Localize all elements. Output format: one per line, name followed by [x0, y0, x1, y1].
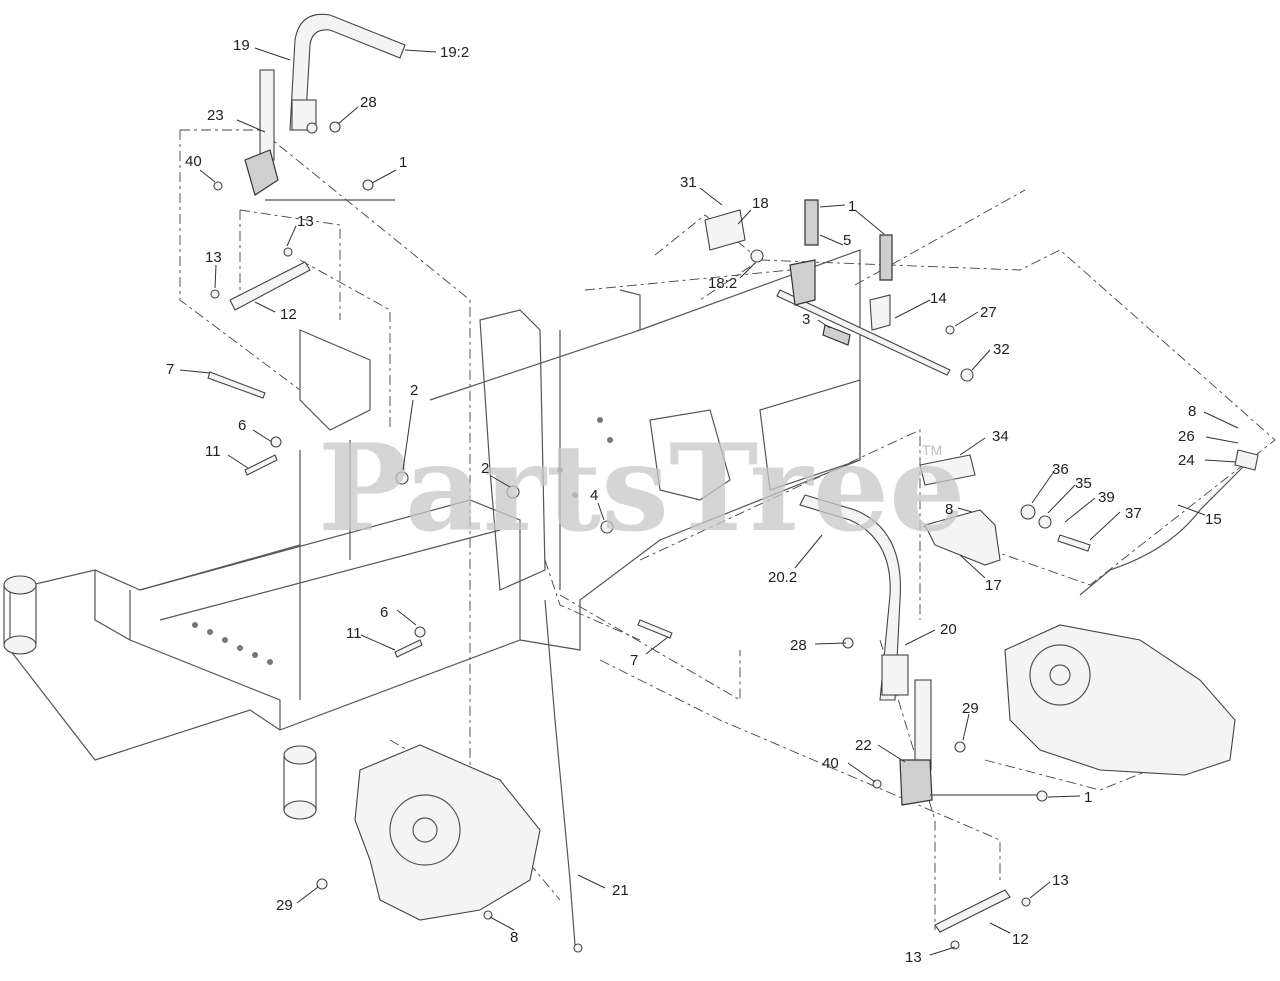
label-13: 13 — [297, 213, 314, 230]
label-35: 35 — [1075, 475, 1092, 492]
label-23: 23 — [207, 107, 224, 124]
leader-lines — [179, 47, 1239, 956]
label-13: 13 — [905, 949, 922, 966]
watermark: PartsTree TM — [318, 418, 965, 559]
brake-assembly — [704, 199, 974, 382]
right-control-lever — [799, 494, 1048, 806]
label-28: 28 — [360, 94, 377, 111]
label-19-2: 19:2 — [440, 44, 469, 61]
label-40: 40 — [185, 153, 202, 170]
label-8: 8 — [510, 929, 518, 946]
label-2: 2 — [410, 382, 418, 399]
left-damper — [210, 247, 311, 311]
assembly-guide-lines — [179, 129, 1276, 930]
label-29: 29 — [962, 700, 979, 717]
svg-text:PartsTree: PartsTree — [318, 418, 965, 559]
label-2: 2 — [481, 460, 489, 477]
right-damper — [934, 889, 1031, 950]
svg-text:TM: TM — [922, 442, 942, 458]
label-13: 13 — [205, 249, 222, 266]
label-34: 34 — [992, 428, 1009, 445]
label-8: 8 — [1188, 403, 1196, 420]
label-20: 20 — [940, 621, 957, 638]
label-7: 7 — [166, 361, 174, 378]
label-12: 12 — [280, 306, 297, 323]
label-21: 21 — [612, 882, 629, 899]
label-19: 19 — [233, 37, 250, 54]
label-6: 6 — [238, 417, 246, 434]
label-1: 1 — [399, 154, 407, 171]
label-36: 36 — [1052, 461, 1069, 478]
label-1: 1 — [1084, 789, 1092, 806]
label-14: 14 — [930, 290, 947, 307]
control-rod — [544, 599, 583, 953]
chassis-frame — [3, 249, 861, 820]
label-24: 24 — [1178, 452, 1195, 469]
callout-labels: 19 19:2 23 28 40 1 13 13 12 7 2 6 11 2 4… — [166, 37, 1222, 966]
label-8: 8 — [945, 501, 953, 518]
label-20-2: 20.2 — [768, 569, 797, 586]
label-18: 18 — [752, 195, 769, 212]
label-27: 27 — [980, 304, 997, 321]
label-11: 11 — [205, 443, 221, 460]
label-31: 31 — [680, 174, 697, 191]
label-15: 15 — [1205, 511, 1222, 528]
label-12: 12 — [1012, 931, 1029, 948]
left-control-lever — [213, 13, 406, 201]
label-40: 40 — [822, 755, 839, 772]
label-17: 17 — [985, 577, 1002, 594]
label-39: 39 — [1098, 489, 1115, 506]
label-26: 26 — [1178, 428, 1195, 445]
label-22: 22 — [855, 737, 872, 754]
label-28: 28 — [790, 637, 807, 654]
label-18-2: 18:2 — [708, 275, 737, 292]
label-13: 13 — [1052, 872, 1069, 889]
label-32: 32 — [993, 341, 1010, 358]
label-6: 6 — [380, 604, 388, 621]
label-1: 1 — [848, 198, 856, 215]
left-hardware — [207, 371, 673, 658]
label-4: 4 — [590, 487, 598, 504]
label-29: 29 — [276, 897, 293, 914]
label-11: 11 — [346, 625, 362, 642]
right-transaxle — [1004, 624, 1236, 776]
label-5: 5 — [843, 232, 851, 249]
left-transaxle — [316, 744, 541, 921]
label-7: 7 — [630, 652, 638, 669]
brake-rod-and-handle — [919, 449, 1259, 596]
label-3: 3 — [802, 311, 810, 328]
label-37: 37 — [1125, 505, 1142, 522]
